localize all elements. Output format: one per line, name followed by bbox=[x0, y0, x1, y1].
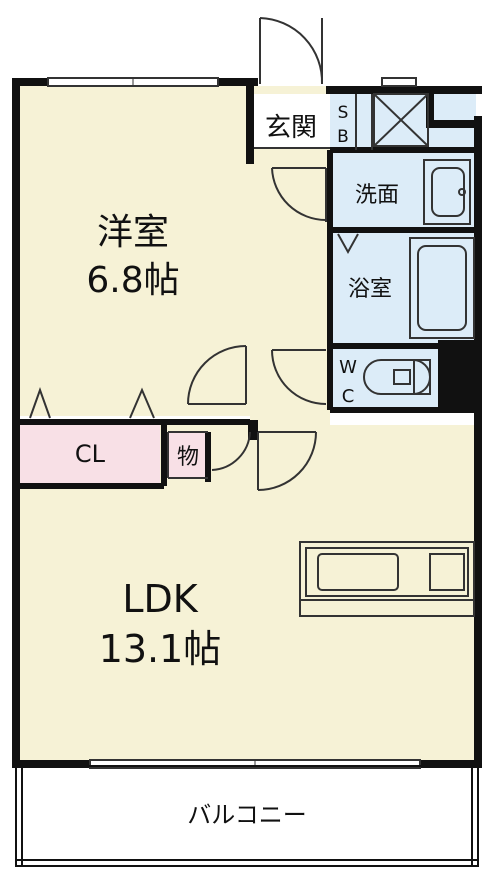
western-room-size: 6.8帖 bbox=[86, 260, 179, 301]
wall-block bbox=[248, 420, 258, 440]
washroom-name: 洗面 bbox=[355, 183, 399, 208]
ldk-size: 13.1帖 bbox=[99, 627, 222, 671]
shoe-box-floor bbox=[330, 94, 356, 150]
balcony-name: バルコニー bbox=[187, 801, 307, 829]
entrance-name: 玄関 bbox=[265, 113, 317, 143]
toilet-line1: W bbox=[339, 357, 357, 378]
pipe-shaft bbox=[438, 340, 478, 412]
shoe-box-line1: S bbox=[338, 103, 349, 123]
toilet-line2: C bbox=[342, 386, 355, 407]
bathroom-name: 浴室 bbox=[348, 277, 392, 302]
storage-name: 物 bbox=[177, 445, 199, 470]
closet-name: CL bbox=[75, 440, 106, 468]
toilet-floor bbox=[330, 346, 438, 408]
closet-floor bbox=[20, 425, 160, 483]
western-room-name: 洋室 bbox=[97, 212, 169, 253]
entrance-floor bbox=[254, 94, 330, 148]
shoe-box-line2: B bbox=[337, 127, 349, 147]
ldk-name: LDK bbox=[122, 577, 198, 621]
western-room-floor bbox=[20, 86, 250, 416]
storage-floor bbox=[168, 432, 208, 478]
